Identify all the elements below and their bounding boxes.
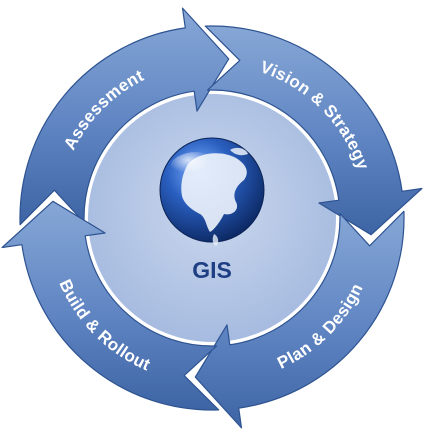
cycle-arrows bbox=[1, 7, 423, 429]
cycle-arrow-4 bbox=[1, 200, 220, 411]
cycle-arrow-3 bbox=[194, 210, 405, 429]
cycle-arrow-1 bbox=[19, 7, 230, 226]
center-title: GIS bbox=[192, 257, 232, 283]
cycle-arrow-2 bbox=[204, 25, 423, 236]
globe-icon bbox=[159, 137, 265, 246]
